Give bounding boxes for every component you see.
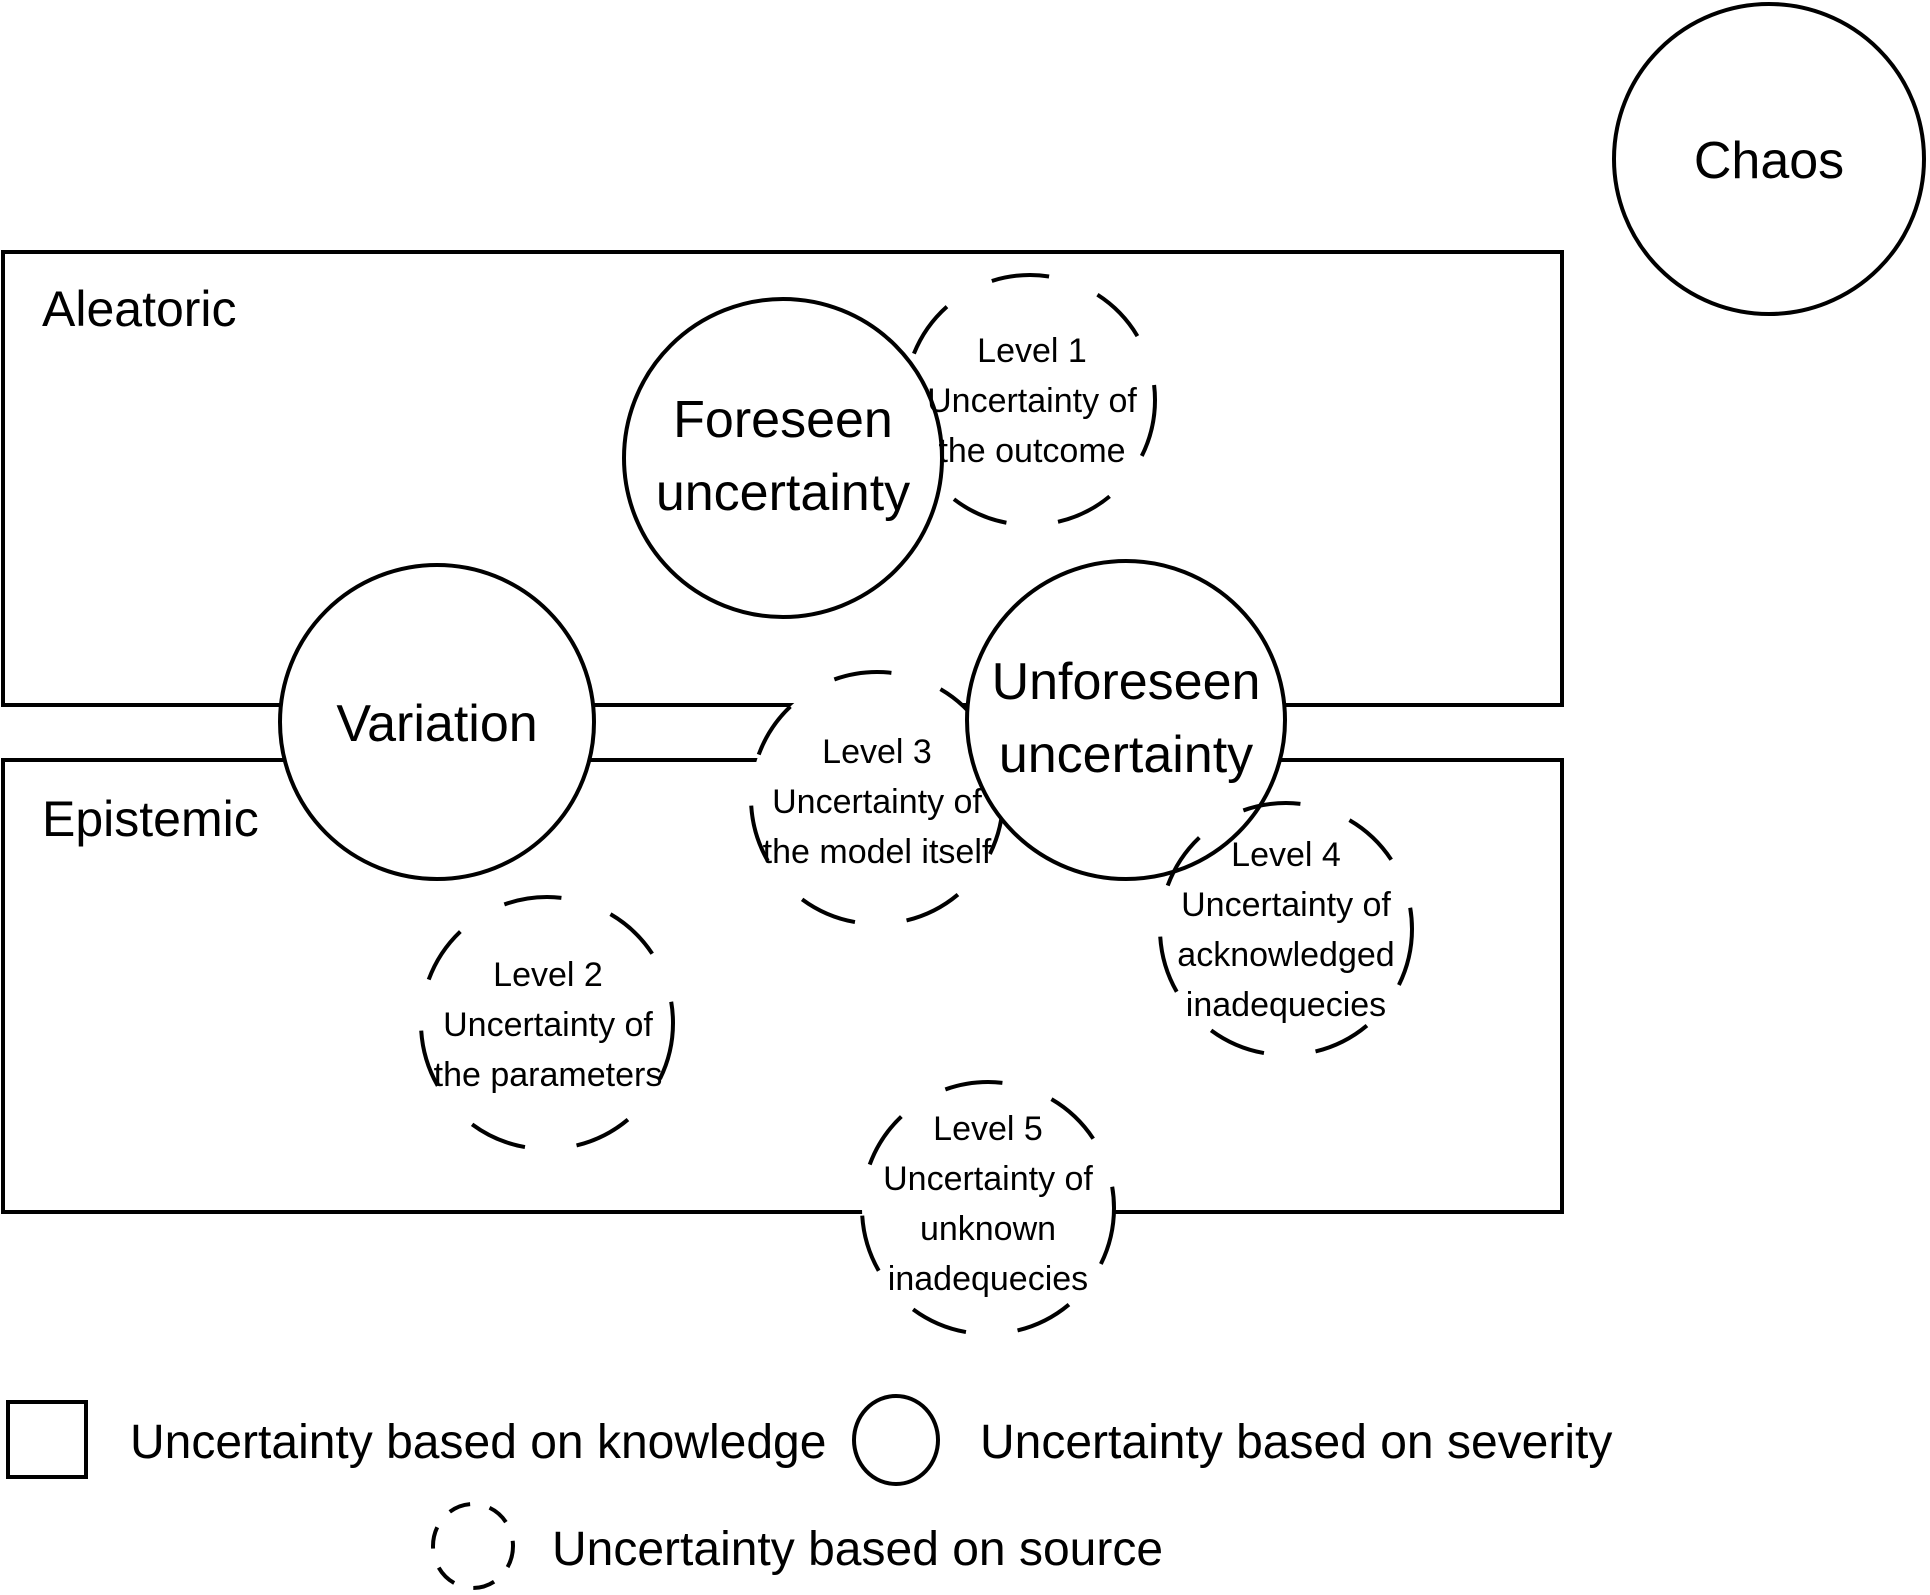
level1-circle [903, 273, 1157, 527]
level4-label-line1: Level 4 [1231, 836, 1341, 874]
foreseen-label-line2: uncertainty [656, 464, 910, 522]
level4-label-line2: Uncertainty of [1181, 886, 1391, 924]
level2-label-line3: the parameters [434, 1056, 663, 1094]
chaos-circle [1612, 2, 1926, 316]
level4-label-line4: inadequecies [1186, 986, 1386, 1024]
chaos-label: Chaos [1694, 132, 1844, 190]
level3-label-line3: the model itself [763, 833, 992, 871]
level5-label-line1: Level 5 [933, 1110, 1043, 1148]
level1-label-line1: Level 1 [977, 332, 1087, 370]
level5-label-line2: Uncertainty of [883, 1160, 1093, 1198]
legend-dashed-circle-icon [431, 1502, 515, 1590]
epistemic-label: Epistemic [42, 791, 259, 847]
level5-circle [860, 1080, 1116, 1336]
level3-label-line1: Level 3 [822, 733, 932, 771]
unforeseen-circle [965, 559, 1287, 881]
level4-label-line3: acknowledged [1177, 936, 1394, 974]
level3-label-line2: Uncertainty of [772, 783, 982, 821]
foreseen-circle [622, 297, 944, 619]
level1-label-line2: Uncertainty of [927, 382, 1137, 420]
foreseen-label-line1: Foreseen [673, 391, 893, 449]
legend-knowledge-label: Uncertainty based on knowledge [130, 1416, 826, 1469]
level2-label-line2: Uncertainty of [443, 1006, 653, 1044]
level5-label-line4: inadequecies [888, 1260, 1088, 1298]
legend-square-icon [6, 1400, 88, 1479]
aleatoric-box [1, 250, 1564, 707]
aleatoric-label: Aleatoric [42, 281, 237, 337]
legend-circle-icon [852, 1394, 940, 1486]
legend: Uncertainty based on knowledge Uncertain… [6, 1394, 1612, 1590]
level4-circle [1158, 801, 1414, 1057]
level2-circle [419, 895, 675, 1151]
level1-label-line3: the outcome [938, 432, 1125, 470]
level5-label-line3: unknown [920, 1210, 1056, 1248]
level2-label-line1: Level 2 [493, 956, 603, 994]
legend-severity-label: Uncertainty based on severity [980, 1416, 1612, 1469]
variation-label: Variation [336, 695, 537, 753]
legend-source-label: Uncertainty based on source [552, 1523, 1163, 1576]
unforeseen-label-line2: uncertainty [999, 726, 1253, 784]
unforeseen-label-line1: Unforeseen [992, 653, 1261, 711]
variation-circle [278, 563, 596, 881]
